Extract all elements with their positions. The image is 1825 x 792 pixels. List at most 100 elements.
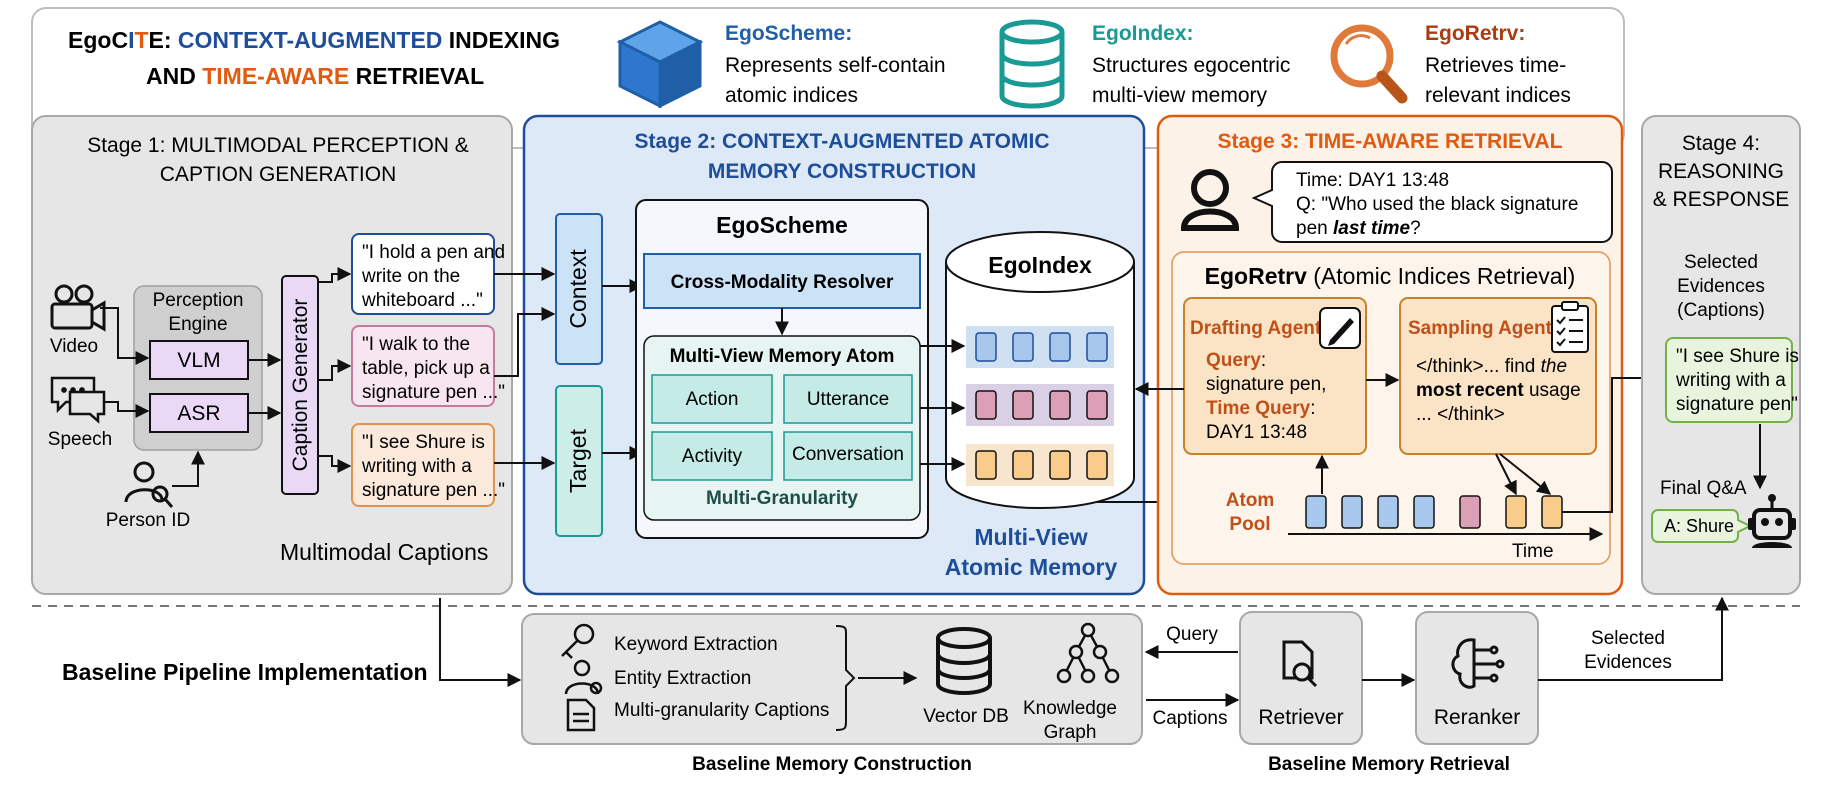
vlm-label: VLM bbox=[177, 349, 220, 372]
answer-text: A: Shure bbox=[1664, 516, 1734, 536]
baseline-pipeline-label: Baseline Pipeline Implementation bbox=[62, 659, 428, 685]
multi-view-memory-label1: Multi-View bbox=[974, 524, 1087, 550]
atom-utterance-box bbox=[783, 374, 913, 424]
pen-icon bbox=[1319, 307, 1361, 349]
pool-atom bbox=[1505, 495, 1527, 529]
knowledge-graph-label1: Knowledge bbox=[1023, 698, 1117, 719]
video-camera-icon bbox=[50, 284, 106, 332]
person-id-arrow bbox=[172, 450, 205, 487]
brain-circuit-icon bbox=[1451, 638, 1505, 689]
reranker-to-stage4-arrow bbox=[1538, 596, 1729, 681]
index-atom bbox=[1049, 390, 1071, 420]
baseline-keyword-extraction: Keyword Extraction bbox=[614, 634, 778, 655]
legend-egoretrv-desc2: relevant indices bbox=[1425, 84, 1571, 107]
stage3-title: Stage 3: TIME-AWARE RETRIEVAL bbox=[1218, 130, 1563, 153]
stage2-title-line1: Stage 2: CONTEXT-AUGMENTED ATOMIC bbox=[635, 130, 1050, 153]
drafting-agent-title: Drafting Agent bbox=[1190, 318, 1322, 339]
person-id-icon bbox=[124, 461, 174, 508]
sampling-line3: ... </think> bbox=[1416, 404, 1505, 425]
user-query-bubble bbox=[1251, 161, 1613, 243]
context-box bbox=[555, 213, 603, 365]
robot-icon bbox=[1748, 494, 1796, 548]
vector-db-label: Vector DB bbox=[923, 706, 1009, 727]
reranker-label: Reranker bbox=[1434, 706, 1520, 729]
sampling-line1: </think>... find the bbox=[1416, 356, 1567, 377]
entity-person-icon bbox=[564, 659, 603, 695]
selected-evidences-label1: Selected bbox=[1591, 628, 1665, 649]
index-atom bbox=[1086, 450, 1108, 480]
caption2-line3: signature pen ..." bbox=[362, 382, 505, 403]
evidence-line1: "I see Shure is bbox=[1676, 346, 1799, 367]
index-atom bbox=[1012, 390, 1034, 420]
knowledge-graph-label2: Graph bbox=[1044, 722, 1097, 743]
caption2-line2: table, pick up a bbox=[362, 358, 490, 379]
stage2-title-line2: MEMORY CONSTRUCTION bbox=[708, 160, 976, 183]
index-atom bbox=[1086, 390, 1108, 420]
multi-granularity-label: Multi-Granularity bbox=[706, 488, 858, 509]
sampling-to-pool-arrow bbox=[1499, 453, 1552, 495]
index-atom bbox=[1049, 332, 1071, 362]
query-time-text: Time: DAY1 13:48 bbox=[1296, 170, 1449, 191]
clipboard-checklist-icon bbox=[1551, 301, 1589, 353]
drafting-query-value: signature pen, bbox=[1206, 374, 1326, 395]
input-speech-label: Speech bbox=[48, 429, 112, 450]
caption-generator-label: Caption Generator bbox=[289, 299, 312, 472]
baseline-entity-extraction: Entity Extraction bbox=[614, 668, 751, 689]
final-qa-label: Final Q&A bbox=[1660, 478, 1747, 499]
stage4-title-line2: REASONING bbox=[1658, 160, 1784, 183]
selected-evidences-line3: (Captions) bbox=[1677, 300, 1765, 321]
legend-egoretrv-desc1: Retrieves time- bbox=[1425, 54, 1566, 77]
captions-label: Captions bbox=[1153, 708, 1228, 729]
video-arrow bbox=[100, 307, 150, 365]
atom-conversation-label: Conversation bbox=[792, 444, 904, 465]
speech-bubbles-icon bbox=[50, 376, 106, 424]
user-icon bbox=[1180, 169, 1240, 231]
pool-atom bbox=[1413, 495, 1435, 529]
legend-egoindex-desc2: multi-view memory bbox=[1092, 84, 1268, 107]
caption1-line2: write on the bbox=[361, 266, 460, 287]
brace-icon bbox=[835, 625, 856, 731]
index-atom bbox=[975, 390, 997, 420]
index-atom bbox=[1012, 450, 1034, 480]
egoretrv-title: EgoRetrv (Atomic Indices Retrieval) bbox=[1205, 263, 1576, 289]
baseline-construction-label: Baseline Memory Construction bbox=[692, 754, 972, 775]
legend-egoindex-desc1: Structures egocentric bbox=[1092, 54, 1290, 77]
caption-generator-box bbox=[281, 275, 319, 495]
stage4-title-line1: Stage 4: bbox=[1682, 132, 1760, 155]
cross-modality-resolver-box bbox=[643, 253, 921, 309]
pool-atom bbox=[1341, 495, 1363, 529]
atom-activity-label: Activity bbox=[682, 446, 743, 467]
context-label: Context bbox=[565, 249, 591, 329]
legend-egoretrv-name: EgoRetrv: bbox=[1425, 22, 1525, 45]
index-atom bbox=[975, 332, 997, 362]
input-person-id-label: Person ID bbox=[106, 510, 190, 531]
page-title-line2: AND TIME-AWARE RETRIEVAL bbox=[146, 63, 484, 89]
index-atom bbox=[1049, 450, 1071, 480]
cube-icon bbox=[616, 20, 704, 109]
multi-view-memory-label2: Atomic Memory bbox=[945, 554, 1118, 580]
stage1-title-line2: CAPTION GENERATION bbox=[160, 163, 396, 186]
selected-evidences-line1: Selected bbox=[1684, 252, 1758, 273]
index-atom bbox=[1086, 332, 1108, 362]
time-axis-label: Time bbox=[1512, 541, 1554, 562]
egoindex-label: EgoIndex bbox=[988, 252, 1092, 278]
evidence-line2: writing with a bbox=[1675, 370, 1786, 391]
atom-action-label: Action bbox=[686, 389, 739, 410]
query-question-line2: pen last time? bbox=[1296, 218, 1421, 239]
generator-to-caption2-arrow bbox=[318, 359, 352, 381]
generator-to-caption3-arrow bbox=[318, 455, 352, 473]
index-atom bbox=[975, 450, 997, 480]
baseline-multi-granularity-captions: Multi-granularity Captions bbox=[614, 700, 829, 721]
caption1-line3: whiteboard ..." bbox=[361, 290, 483, 311]
stage4-title-line3: & RESPONSE bbox=[1653, 188, 1790, 211]
target-label: Target bbox=[565, 428, 591, 493]
document-icon bbox=[566, 698, 596, 732]
baseline-construction-panel bbox=[521, 613, 1143, 745]
key-icon bbox=[561, 623, 595, 659]
magnifier-icon bbox=[1330, 24, 1408, 104]
cross-modality-resolver-label: Cross-Modality Resolver bbox=[671, 272, 894, 293]
sampling-to-pool-arrow bbox=[1495, 453, 1517, 496]
multimodal-captions-label: Multimodal Captions bbox=[280, 539, 488, 565]
asr-label: ASR bbox=[177, 402, 220, 425]
